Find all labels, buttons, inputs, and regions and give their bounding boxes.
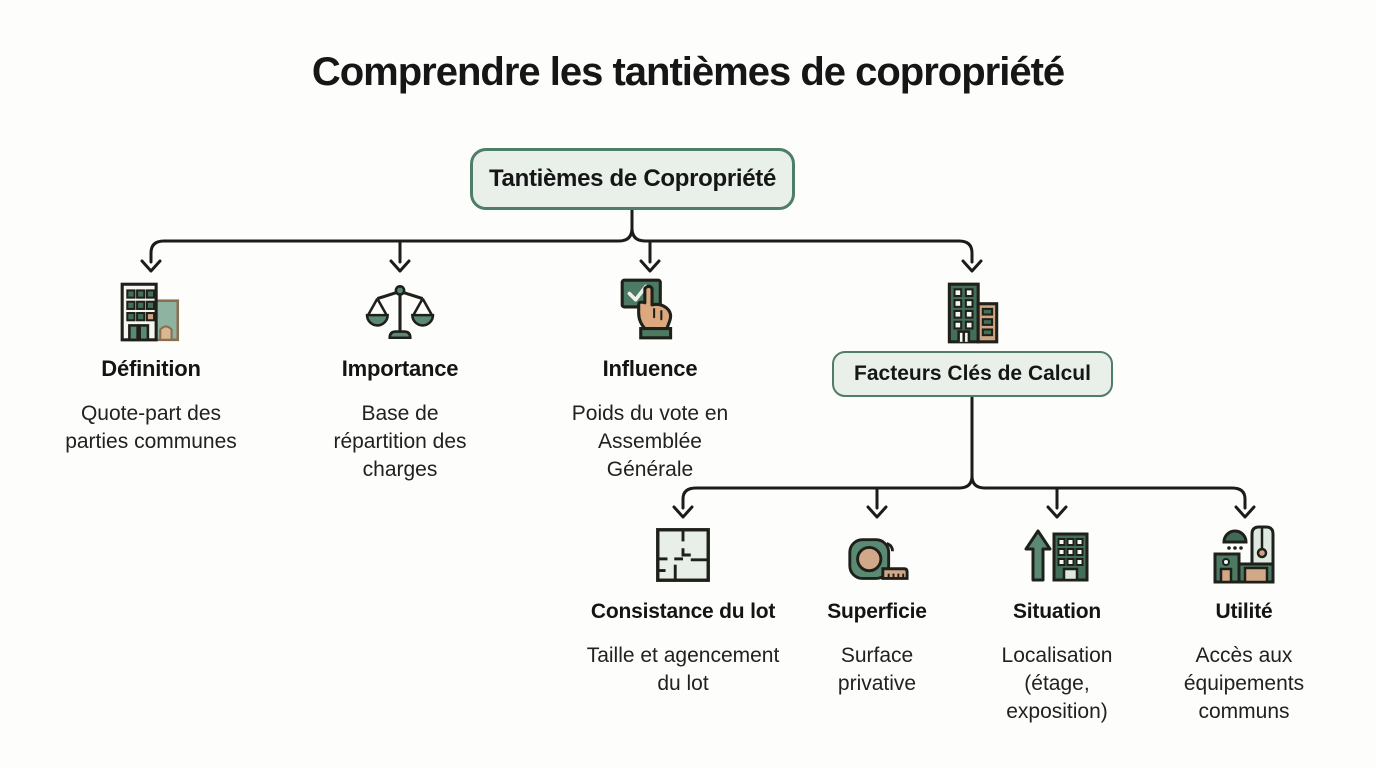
sub-consistance-icon-wrap [650, 522, 716, 588]
root-node: Tantièmes de Copropriété [470, 148, 795, 210]
connector-facteurs-right [970, 395, 1247, 510]
connector-root-right [630, 208, 974, 264]
floor-plan-icon [656, 528, 710, 582]
root-node-label: Tantièmes de Copropriété [488, 165, 777, 192]
arrowhead-influence [639, 259, 661, 273]
balance-scale-icon [365, 285, 435, 340]
branch-definition-icon-wrap [116, 276, 186, 346]
arrowhead-facteurs [961, 259, 983, 273]
sub-superficie-label: Superficie [827, 600, 927, 623]
sub-utilite-desc: Accès aux équipements communs [1183, 644, 1305, 723]
arrowhead-consistance [672, 505, 694, 519]
vote-button-icon [620, 278, 673, 340]
office-building-icon [120, 282, 180, 342]
arrowhead-definition [140, 259, 162, 273]
shared-facilities-icon [1213, 525, 1275, 584]
branch-definition-label: Définition [101, 356, 201, 381]
arrowhead-importance [389, 259, 411, 273]
sub-utilite-icon-wrap [1210, 520, 1278, 588]
sub-situation-desc: Localisation (étage, exposition) [1001, 644, 1113, 723]
arrowhead-situation [1046, 505, 1068, 519]
two-buildings-icon [947, 282, 999, 344]
sub-situation-label: Situation [1012, 600, 1102, 623]
arrowhead-utilite [1234, 505, 1256, 519]
branch-influence-icon-wrap [615, 274, 685, 344]
facteurs-node: Facteurs Clés de Calcul [832, 351, 1113, 397]
branch-definition-desc: Quote-part des parties communes [65, 402, 237, 453]
connector-root-left [149, 208, 634, 264]
building-up-arrow-icon [1024, 529, 1089, 582]
tape-measure-icon [848, 538, 909, 580]
branch-importance-icon-wrap [365, 276, 435, 346]
sub-situation-icon-wrap [1023, 520, 1091, 588]
sub-consistance-desc: Taille et agencement du lot [586, 644, 780, 695]
branch-influence-desc: Poids du vote en Assemblée Générale [571, 402, 729, 481]
branch-importance-desc: Base de répartition des charges [333, 402, 467, 481]
branch-facteurs-icon-wrap [937, 278, 1007, 348]
facteurs-node-label: Facteurs Clés de Calcul [854, 362, 1091, 385]
page-title: Comprendre les tantièmes de copropriété [311, 50, 1065, 94]
branch-influence-label: Influence [602, 356, 698, 381]
branch-importance-label: Importance [341, 356, 459, 381]
sub-consistance-label: Consistance du lot [590, 600, 776, 623]
sub-utilite-label: Utilité [1215, 600, 1273, 623]
sub-superficie-icon-wrap [844, 528, 910, 594]
arrowhead-superficie [866, 505, 888, 519]
sub-superficie-desc: Surface privative [837, 644, 917, 695]
